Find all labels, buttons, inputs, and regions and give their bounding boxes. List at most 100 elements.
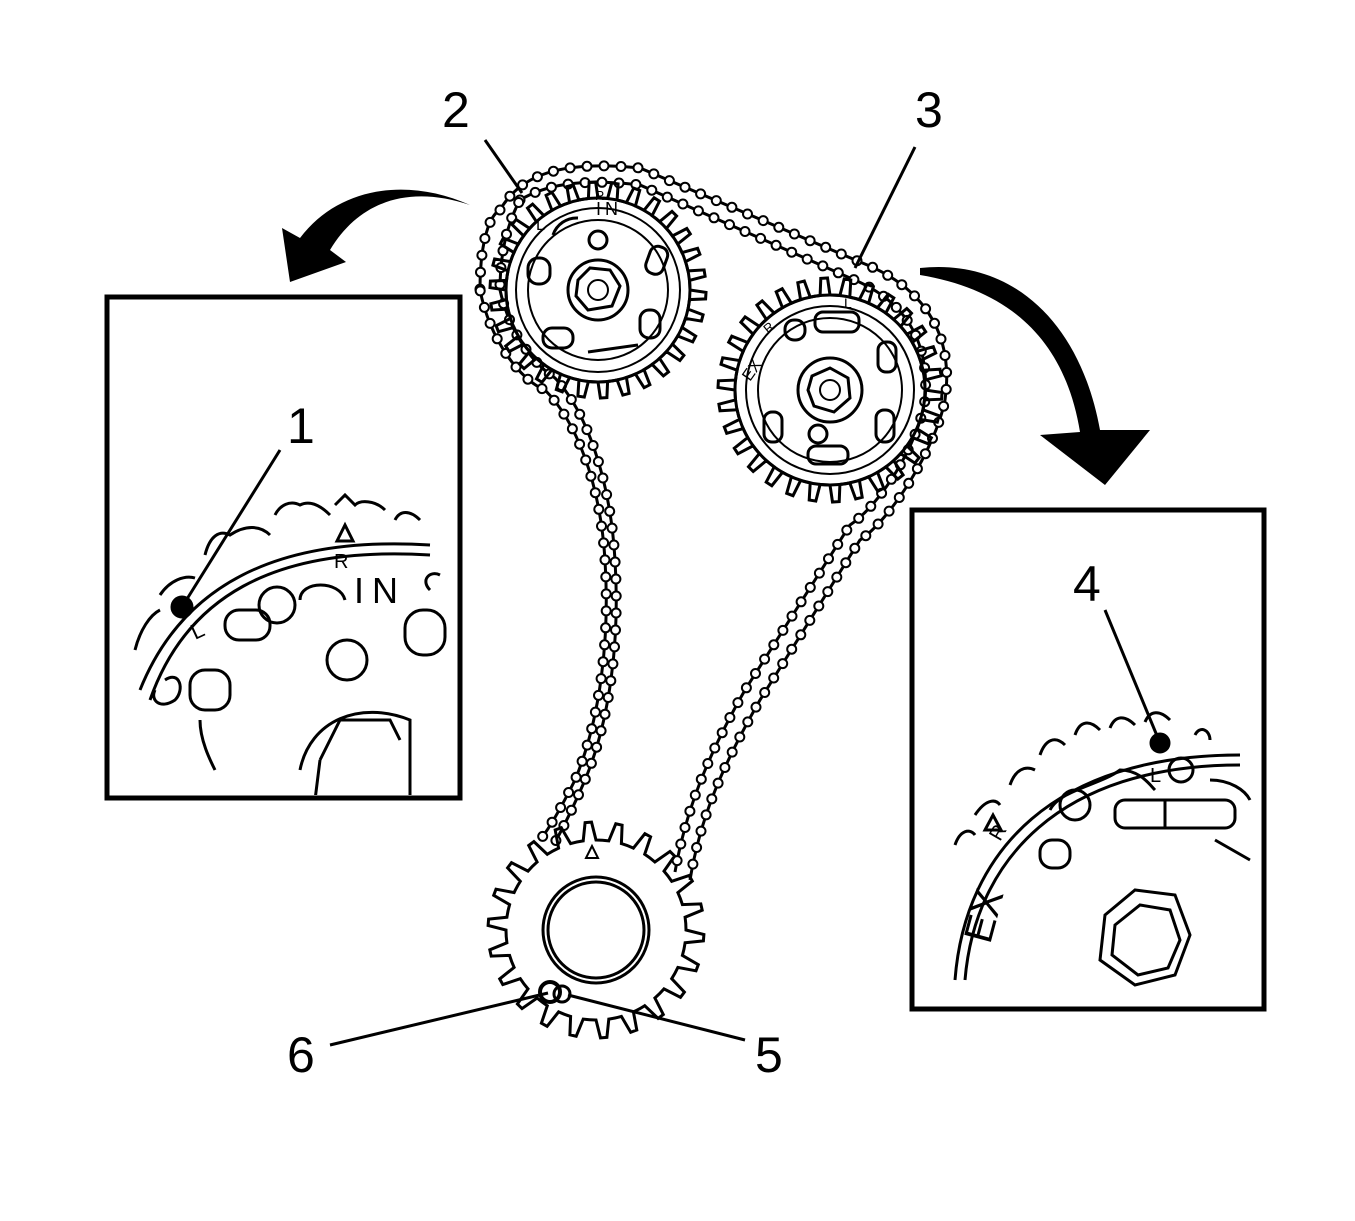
chain-roller bbox=[600, 622, 612, 634]
chain-links bbox=[474, 160, 953, 870]
chain-roller bbox=[709, 742, 721, 754]
chain-roller bbox=[786, 643, 798, 655]
chain-roller bbox=[546, 816, 558, 828]
leader-line-4 bbox=[1103, 609, 1162, 744]
chain-roller bbox=[940, 383, 952, 395]
chain-roller bbox=[579, 773, 591, 785]
chain-roller bbox=[691, 842, 703, 853]
chain-roller bbox=[841, 524, 853, 536]
chain-roller bbox=[547, 165, 559, 177]
chain-roller bbox=[883, 505, 895, 517]
chain-roller bbox=[675, 838, 687, 850]
chain-roller bbox=[478, 301, 490, 313]
chain-roller bbox=[604, 505, 616, 517]
chain-roller bbox=[804, 581, 816, 593]
chain-roller bbox=[724, 219, 735, 231]
right-rotation-arrow bbox=[920, 266, 1150, 485]
chain-roller bbox=[867, 261, 879, 273]
chain-roller bbox=[610, 573, 622, 585]
intake-detail-box: R IN L bbox=[104, 294, 463, 801]
chain-roller bbox=[777, 658, 789, 670]
chain-roller bbox=[476, 249, 488, 261]
chain-roller bbox=[677, 198, 689, 210]
intake-mark-l: L bbox=[536, 217, 545, 234]
chain-roller bbox=[589, 706, 601, 718]
chain-roller bbox=[755, 232, 767, 244]
chain-roller bbox=[609, 641, 620, 653]
chain-roller bbox=[708, 212, 720, 224]
chain-roller bbox=[574, 408, 586, 420]
chain-roller bbox=[684, 805, 696, 817]
chain-roller bbox=[600, 605, 612, 617]
chain-roller bbox=[773, 221, 785, 233]
chain-roller bbox=[734, 731, 746, 743]
intake-cam-sprocket: R IN L bbox=[488, 180, 708, 400]
chain-roller bbox=[872, 518, 884, 530]
chain-roller bbox=[750, 668, 761, 679]
callout-3: 3 bbox=[915, 82, 943, 138]
chain-roller bbox=[596, 520, 607, 532]
chain-roller bbox=[804, 235, 816, 247]
crank-timing-dot bbox=[552, 984, 572, 1004]
chain-roller bbox=[558, 408, 570, 420]
chain-roller bbox=[548, 394, 560, 406]
chain-roller bbox=[576, 755, 588, 767]
leader-line-6 bbox=[329, 991, 549, 1047]
exhaust-phaser-slots bbox=[762, 310, 898, 466]
chain-roller bbox=[832, 267, 844, 279]
exhaust-mark-ex: EX bbox=[739, 357, 765, 385]
chain-roller bbox=[890, 301, 902, 313]
chain-roller bbox=[522, 373, 534, 385]
chain-roller bbox=[882, 269, 894, 281]
chain-roller bbox=[719, 762, 731, 773]
chain-roller bbox=[817, 260, 829, 272]
chain-roller bbox=[599, 708, 611, 720]
chain-roller bbox=[484, 317, 496, 329]
chain-roller bbox=[726, 746, 738, 758]
chain-roller bbox=[513, 197, 525, 208]
chain-roller bbox=[716, 727, 728, 739]
leader-line-5 bbox=[567, 993, 746, 1042]
chain-roller bbox=[581, 424, 593, 436]
chain-roller bbox=[597, 656, 609, 668]
chain-roller bbox=[589, 487, 601, 499]
chain-roller bbox=[591, 741, 603, 753]
chain-roller bbox=[564, 162, 576, 174]
chain-roller bbox=[893, 492, 905, 503]
detail-right-mark-l: L bbox=[1150, 765, 1161, 787]
chain-roller bbox=[903, 477, 915, 489]
chain-roller bbox=[581, 160, 593, 172]
chain-roller bbox=[788, 228, 800, 240]
chain-roller bbox=[757, 215, 769, 227]
chain-roller bbox=[581, 739, 593, 751]
detail-left-timing-triangle bbox=[334, 521, 356, 543]
chain-roller bbox=[537, 830, 549, 842]
chain-roller bbox=[609, 556, 621, 568]
chain-roller bbox=[661, 191, 673, 203]
chain-roller bbox=[610, 624, 621, 636]
chain-roller bbox=[740, 682, 752, 694]
intake-mark-in: IN bbox=[596, 199, 622, 219]
chain-inner-strand bbox=[498, 180, 928, 873]
chain-roller bbox=[599, 554, 611, 566]
chain-roller bbox=[831, 571, 843, 583]
chain-roller bbox=[835, 248, 847, 260]
chain-roller bbox=[545, 181, 557, 193]
chain-roller bbox=[712, 777, 724, 789]
chain-roller bbox=[475, 266, 486, 278]
crank-bore-inner bbox=[546, 880, 646, 980]
chain-roller bbox=[570, 771, 582, 783]
chain-roller bbox=[595, 725, 607, 737]
chain-roller bbox=[600, 571, 612, 583]
chain-roller bbox=[759, 687, 771, 698]
chain-roller bbox=[739, 226, 751, 237]
chain-roller bbox=[484, 216, 496, 228]
crankshaft-sprocket bbox=[486, 820, 706, 1040]
leader-line-2 bbox=[483, 139, 524, 194]
chain-roller bbox=[919, 448, 931, 460]
chain-roller bbox=[632, 162, 644, 174]
chain-roller bbox=[592, 456, 604, 468]
chain-roller bbox=[804, 614, 816, 626]
detail-left-teeth bbox=[133, 492, 422, 651]
